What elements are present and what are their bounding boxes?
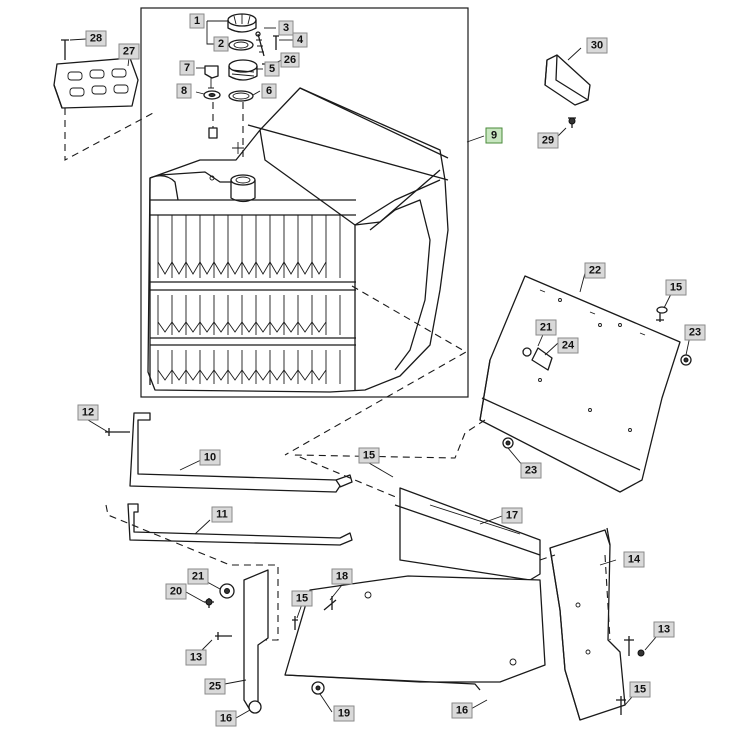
svg-text:15: 15 — [363, 450, 375, 462]
svg-text:7: 7 — [184, 62, 190, 74]
side-panel-alignment-line — [539, 554, 611, 641]
callout-1: 1 — [189, 13, 205, 29]
mounting-bracket-27 — [53, 39, 156, 161]
callout-4: 4 — [292, 32, 308, 48]
svg-text:2: 2 — [218, 38, 224, 50]
svg-text:13: 13 — [658, 624, 670, 636]
mounting-bracket-30 — [544, 54, 591, 128]
svg-text:24: 24 — [562, 340, 575, 352]
svg-text:12: 12 — [82, 407, 94, 419]
svg-text:9: 9 — [491, 130, 497, 142]
svg-text:23: 23 — [689, 327, 701, 339]
svg-text:22: 22 — [589, 265, 601, 277]
svg-text:8: 8 — [181, 85, 187, 97]
callout-30: 30 — [586, 37, 608, 54]
fuel-tank-assembly-frame — [140, 7, 469, 398]
callout-17: 17 — [501, 507, 523, 524]
panel-alignment-line — [294, 419, 486, 504]
svg-text:6: 6 — [266, 85, 272, 97]
svg-text:16: 16 — [456, 705, 468, 717]
callout-10: 10 — [199, 449, 221, 466]
svg-text:27: 27 — [123, 46, 135, 58]
svg-text:15: 15 — [296, 593, 308, 605]
callout-16-right: 16 — [451, 702, 473, 719]
base-plate-19 — [284, 575, 546, 695]
svg-text:10: 10 — [204, 452, 216, 464]
svg-text:21: 21 — [192, 571, 204, 583]
svg-text:19: 19 — [338, 708, 350, 720]
tank-alignment-line-2 — [212, 102, 244, 160]
callout-6: 6 — [261, 83, 277, 99]
fuel-tank — [147, 87, 449, 393]
svg-text:4: 4 — [297, 34, 304, 46]
callout-15-top-right: 15 — [665, 279, 687, 296]
callout-23-right: 23 — [684, 324, 706, 341]
callout-15-lower-left: 15 — [291, 590, 313, 607]
svg-text:26: 26 — [284, 54, 296, 66]
callout-22: 22 — [584, 262, 606, 279]
callout-25: 25 — [204, 678, 226, 695]
svg-text:3: 3 — [283, 22, 289, 34]
callout-24: 24 — [557, 337, 579, 354]
callout-23-middle: 23 — [520, 462, 542, 479]
svg-text:17: 17 — [506, 510, 518, 522]
svg-text:14: 14 — [628, 554, 641, 566]
svg-text:18: 18 — [336, 571, 348, 583]
strap-alignment-line — [105, 504, 279, 641]
callout-16-left: 16 — [215, 710, 237, 727]
callout-21-right: 21 — [535, 319, 557, 336]
callout-14: 14 — [623, 551, 645, 568]
callout-8: 8 — [176, 83, 192, 99]
callout-18: 18 — [331, 568, 353, 585]
svg-text:29: 29 — [542, 135, 554, 147]
tank-alignment-line — [284, 285, 468, 456]
callout-5: 5 — [264, 61, 280, 77]
callout-2: 2 — [213, 36, 229, 52]
callout-27: 27 — [118, 43, 140, 60]
shield-plate-17 — [394, 487, 541, 581]
svg-text:5: 5 — [269, 63, 275, 75]
callout-19: 19 — [333, 705, 355, 722]
callout-20: 20 — [165, 583, 187, 600]
svg-text:16: 16 — [220, 713, 232, 725]
svg-text:21: 21 — [540, 322, 552, 334]
callout-29: 29 — [537, 132, 559, 149]
callout-9: 9 — [485, 127, 503, 144]
tank-strap-10 — [105, 412, 353, 493]
callout-13-right: 13 — [653, 621, 675, 638]
side-panel-14 — [549, 527, 645, 721]
callout-26: 26 — [280, 52, 300, 68]
svg-text:13: 13 — [190, 652, 202, 664]
panel-22 — [479, 275, 692, 493]
callout-21-left: 21 — [187, 568, 209, 585]
callout-13-left: 13 — [185, 649, 207, 666]
svg-text:25: 25 — [209, 681, 221, 693]
svg-text:20: 20 — [170, 586, 182, 598]
tank-strap-11 — [127, 503, 353, 546]
callout-7: 7 — [179, 60, 195, 76]
svg-text:30: 30 — [591, 40, 603, 52]
svg-text:11: 11 — [216, 509, 228, 521]
svg-text:15: 15 — [634, 684, 646, 696]
svg-text:23: 23 — [525, 465, 537, 477]
svg-text:15: 15 — [670, 282, 682, 294]
callout-15-middle: 15 — [358, 447, 380, 464]
svg-text:28: 28 — [90, 33, 102, 45]
callout-28: 28 — [85, 30, 107, 47]
callout-3: 3 — [278, 20, 294, 36]
callout-15-lower-right: 15 — [629, 681, 651, 698]
callout-12: 12 — [77, 404, 99, 421]
svg-text:1: 1 — [194, 15, 200, 27]
callout-11: 11 — [211, 506, 233, 523]
bracket-25 — [204, 569, 269, 714]
